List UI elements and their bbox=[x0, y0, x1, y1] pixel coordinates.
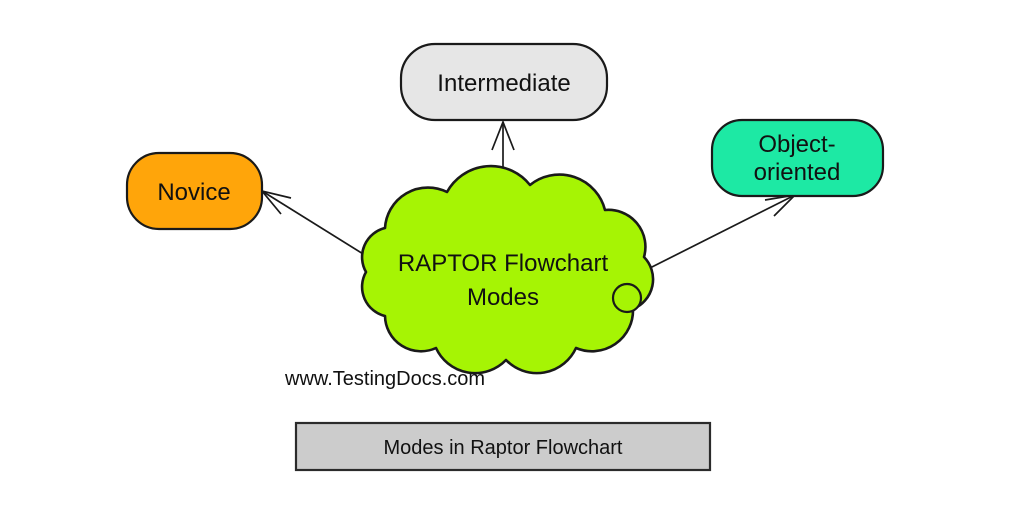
node-novice-label: Novice bbox=[157, 179, 230, 206]
arrow-to-object-oriented bbox=[639, 193, 798, 274]
caption-label: Modes in Raptor Flowchart bbox=[384, 437, 623, 459]
node-novice bbox=[125, 151, 264, 231]
cloud-bubble-circle bbox=[611, 282, 643, 314]
arrow-shaft bbox=[639, 194, 796, 274]
caption-box bbox=[294, 421, 712, 472]
watermark-text: www.TestingDocs.com bbox=[284, 368, 485, 390]
node-intermediate-label: Intermediate bbox=[437, 70, 570, 97]
arrow-to-novice bbox=[259, 189, 369, 258]
cloud-label-line2: Modes bbox=[467, 284, 539, 311]
cloud-label-line1: RAPTOR Flowchart bbox=[398, 250, 609, 277]
node-object-oriented bbox=[710, 118, 885, 198]
arrowhead bbox=[491, 119, 515, 151]
arrow-shaft bbox=[261, 190, 369, 258]
node-object-oriented-label-line1: Object- bbox=[758, 131, 835, 158]
node-intermediate bbox=[399, 42, 609, 122]
cloud-shape bbox=[360, 164, 655, 375]
node-object-oriented-label-line2: oriented bbox=[754, 159, 841, 186]
